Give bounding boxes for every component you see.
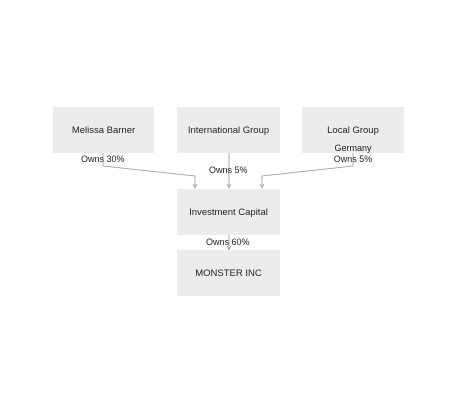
edge-label-local-line1: Germany (334, 143, 372, 153)
edge-label-local-line2: Owns 5% (333, 153, 373, 164)
edge-label-investment: Owns 60% (206, 237, 250, 248)
node-melissa-barner: Melissa Barner (53, 107, 154, 153)
node-monster-inc-label: MONSTER INC (195, 267, 262, 279)
node-international-group: International Group (177, 107, 280, 153)
edge-label-local: Germany Owns 5% (328, 143, 378, 164)
node-melissa-barner-label: Melissa Barner (71, 124, 136, 136)
edge-label-international: Owns 5% (209, 165, 248, 176)
edge-label-melissa-text: Owns 30% (81, 154, 125, 164)
node-investment-capital: Investment Capital (177, 189, 280, 235)
edge-local-to-investment (262, 153, 354, 188)
node-investment-capital-label: Investment Capital (189, 206, 268, 218)
node-monster-inc: MONSTER INC (177, 250, 280, 296)
edge-label-melissa: Owns 30% (81, 154, 125, 165)
node-local-group: Local Group (302, 107, 404, 153)
node-local-group-label: Local Group (327, 124, 379, 136)
edge-label-investment-text: Owns 60% (206, 237, 250, 247)
node-international-group-label: International Group (187, 124, 270, 136)
edge-label-international-text: Owns 5% (209, 165, 248, 175)
edge-melissa-to-investment (102, 153, 195, 188)
